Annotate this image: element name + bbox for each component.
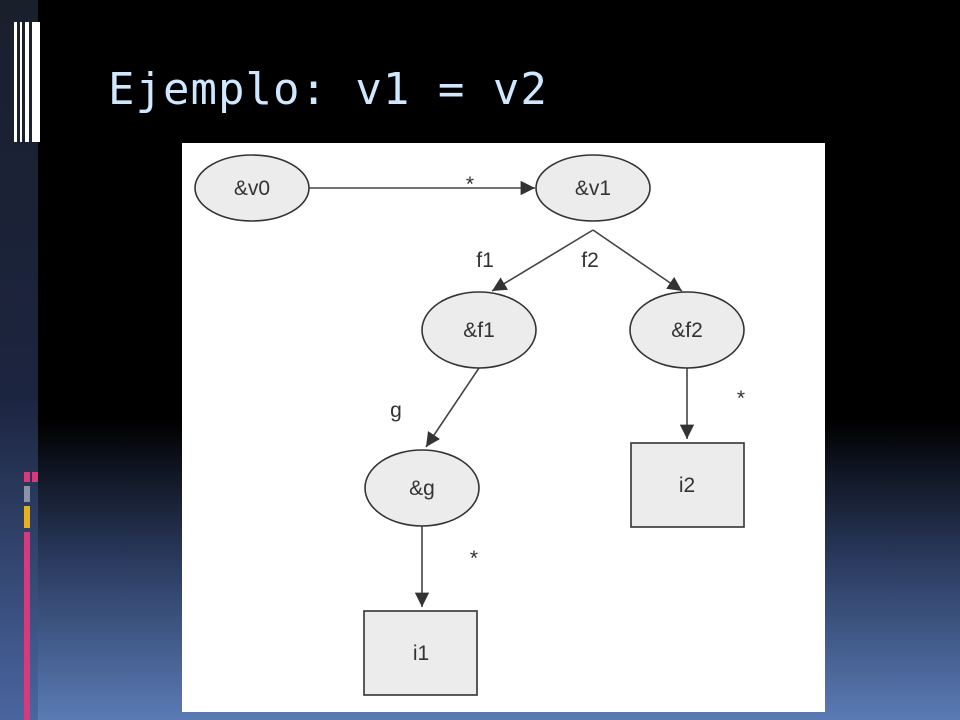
node-f1: &f1 xyxy=(421,291,537,369)
node-g: &g xyxy=(364,449,480,527)
graph-svg: * f1 f2 g * * &v0 &v1 &f1 &f2 xyxy=(194,154,745,696)
node-label-i1: i1 xyxy=(413,642,429,665)
edge-v1-f1 xyxy=(491,229,594,292)
edge-label-f1-g: g xyxy=(390,399,402,422)
edge-f1-g xyxy=(425,367,480,448)
node-label-v1: &v1 xyxy=(575,177,611,200)
node-f2: &f2 xyxy=(629,291,745,369)
edge-label-g-i1: * xyxy=(470,547,478,570)
left-decorative-strip xyxy=(0,0,38,720)
color-bar-ornament xyxy=(24,472,38,720)
node-label-g: &g xyxy=(409,477,435,500)
node-i1: i1 xyxy=(363,610,478,696)
title-ornament xyxy=(14,22,40,142)
node-label-i2: i2 xyxy=(679,474,695,497)
node-v0: &v0 xyxy=(194,154,310,222)
node-label-v0: &v0 xyxy=(234,177,270,200)
edge-label-f2-i2: * xyxy=(737,387,745,410)
edge-v1-f2 xyxy=(592,229,683,292)
edge-label-v0-v1: * xyxy=(466,173,474,196)
edge-label-v1-f1: f1 xyxy=(476,249,494,272)
node-v1: &v1 xyxy=(535,154,651,222)
node-i2: i2 xyxy=(630,442,745,528)
slide-title: Ejemplo: v1 = v2 xyxy=(108,64,548,115)
node-label-f2: &f2 xyxy=(671,319,703,342)
pointer-graph-diagram: * f1 f2 g * * &v0 &v1 &f1 &f2 xyxy=(182,143,825,712)
node-label-f1: &f1 xyxy=(463,319,495,342)
edge-label-v1-f2: f2 xyxy=(581,249,599,272)
